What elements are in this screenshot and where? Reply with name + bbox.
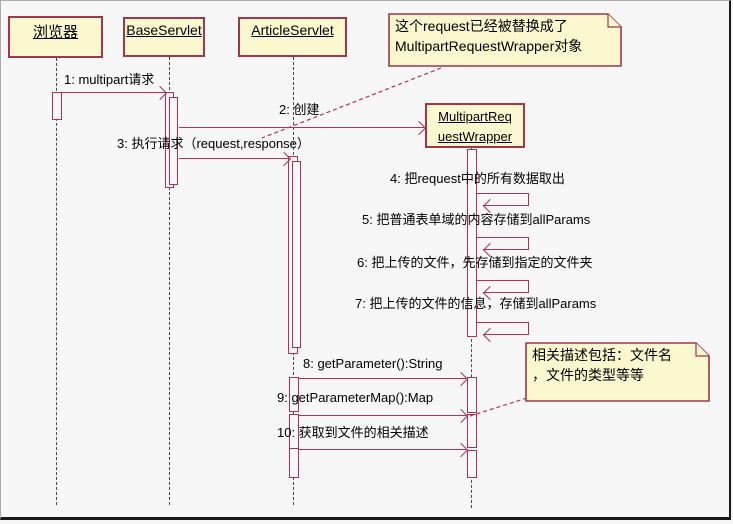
message-6-line <box>528 280 529 292</box>
arrow-right-icon <box>411 120 427 136</box>
message-5-label: 5: 把普通表单域的内容存储到allParams <box>362 212 591 227</box>
activation-bar-base-inner <box>169 97 178 185</box>
arrow-left-icon <box>482 327 498 343</box>
participant-article-servlet-box[interactable]: ArticleServlet <box>238 17 347 57</box>
arrow-right-icon <box>453 442 469 458</box>
note-shape <box>525 342 710 402</box>
message-9-line <box>299 415 466 416</box>
message-5-line <box>477 237 529 238</box>
message-3-line <box>179 158 289 159</box>
message-7-return-line <box>483 334 529 335</box>
note-2-connector <box>469 397 528 417</box>
arrow-right-icon <box>453 371 469 387</box>
note-related-description[interactable]: 相关描述包括：文件名 ，文件的类型等等 <box>525 342 710 402</box>
activation-bar-wrapper-msg8 <box>467 377 477 413</box>
activation-bar-article-msg10 <box>289 448 299 478</box>
message-7-line <box>528 322 529 334</box>
arrow-left-icon <box>482 198 498 214</box>
activation-bar-browser <box>52 92 62 120</box>
note-shape <box>388 13 622 67</box>
message-4-line <box>528 193 529 205</box>
note-1-text: 这个request已经被替换成了 MultipartRequestWrapper… <box>395 18 583 54</box>
message-1-line <box>62 92 165 93</box>
message-6-line <box>477 280 529 281</box>
message-4-line <box>477 193 529 194</box>
participant-base-servlet-label: BaseServlet <box>126 22 202 38</box>
activation-bar-article-msg8 <box>289 377 299 412</box>
message-4-return-line <box>483 205 529 206</box>
participant-multipart-request-wrapper-label: MultipartReq uestWrapper <box>437 109 513 144</box>
message-10-line <box>299 449 466 450</box>
activation-bar-wrapper-msg10 <box>467 450 477 478</box>
arrow-right-icon <box>453 408 469 424</box>
message-1-label: 1: multipart请求 <box>64 72 155 87</box>
activation-bar-wrapper-main <box>467 149 477 337</box>
message-5-return-line <box>483 249 529 250</box>
participant-multipart-request-wrapper-box[interactable]: MultipartReq uestWrapper <box>425 103 525 148</box>
activation-bar-article-inner <box>292 161 301 348</box>
message-7-line <box>477 322 529 323</box>
message-7-label: 7: 把上传的文件的信息，存储到allParams <box>355 296 597 311</box>
note-2-text: 相关描述包括：文件名 ，文件的类型等等 <box>532 347 672 383</box>
message-6-label: 6: 把上传的文件，先存储到指定的文件夹 <box>357 255 593 270</box>
message-4-label: 4: 把request中的所有数据取出 <box>390 171 565 186</box>
participant-browser-box[interactable]: 浏览器 <box>8 16 103 58</box>
participant-browser-label: 浏览器 <box>32 24 78 41</box>
participant-base-servlet-box[interactable]: BaseServlet <box>123 17 205 57</box>
message-3-label: 3: 执行请求（request,response） <box>117 136 310 151</box>
message-2-line <box>179 127 424 128</box>
lifeline-browser <box>56 58 57 505</box>
message-8-label: 8: getParameter():String <box>303 356 443 371</box>
message-5-line <box>528 237 529 249</box>
message-10-label: 10: 获取到文件的相关描述 <box>277 425 429 440</box>
activation-bar-wrapper-msg9 <box>467 414 477 448</box>
message-6-return-line <box>483 292 529 293</box>
message-9-label: 9: getParameterMap():Map <box>277 390 434 405</box>
message-8-line <box>299 378 466 379</box>
participant-article-servlet-label: ArticleServlet <box>251 22 334 38</box>
lifeline-base-servlet <box>169 57 170 505</box>
note-request-replaced[interactable]: 这个request已经被替换成了 MultipartRequestWrapper… <box>388 13 622 67</box>
message-2-label: 2: 创建 <box>279 102 320 117</box>
